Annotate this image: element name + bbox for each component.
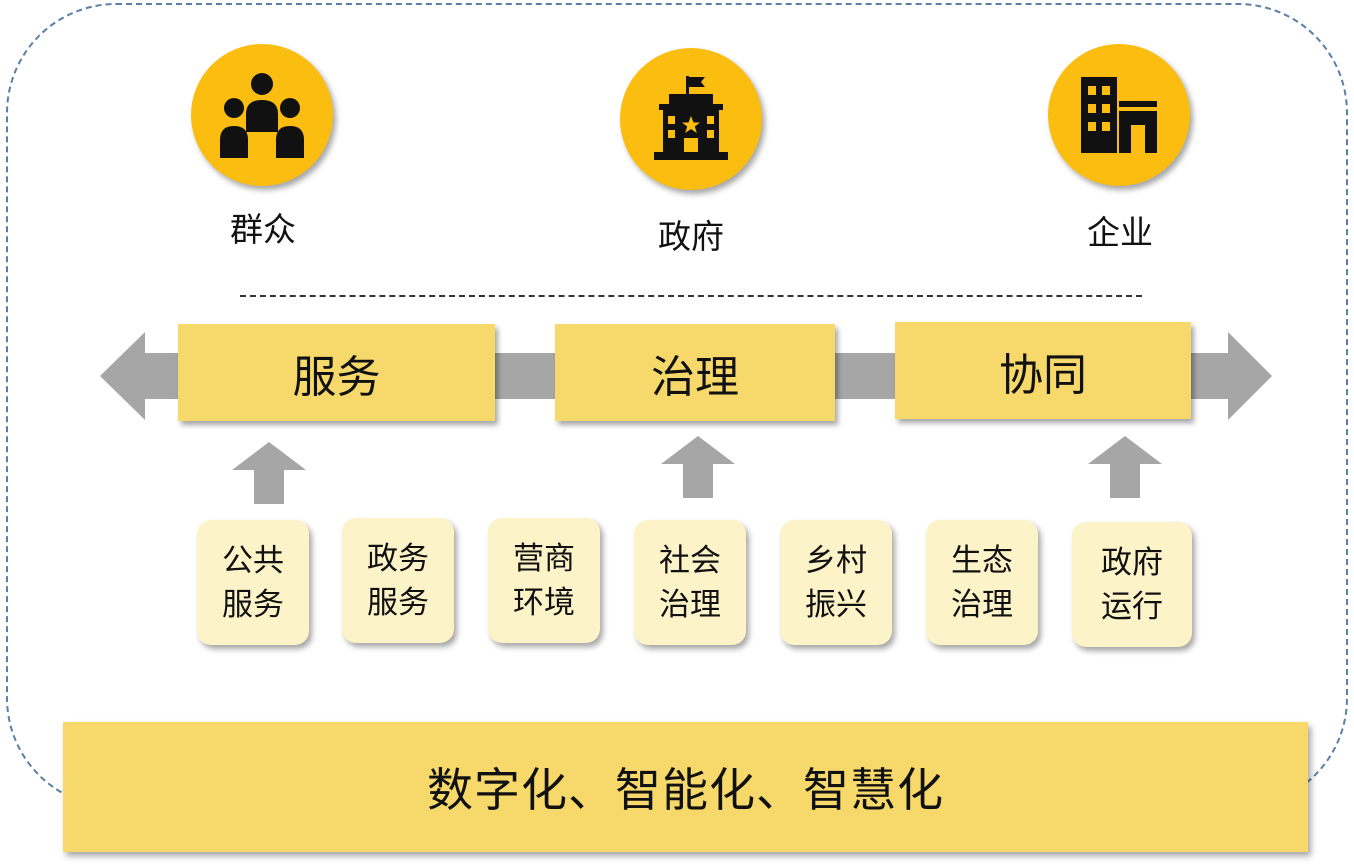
dashed-separator [240,295,1142,297]
stakeholder-circle-enterprise [1048,44,1190,186]
card-line: 社会 [659,542,721,579]
pillar-governance: 治理 [555,324,835,421]
stakeholder-label-public: 群众 [230,210,296,249]
foundation-bar: 数字化、智能化、智慧化 [63,722,1308,852]
area-card-social-governance: 社会 治理 [634,520,746,645]
stakeholder-circle-government [620,48,762,190]
stakeholder-label-government: 政府 [658,217,724,256]
up-arrow-collaboration [1088,436,1162,498]
area-card-business-environment: 营商 环境 [488,518,600,643]
pillar-service: 服务 [178,324,495,421]
card-line: 政府 [1101,544,1163,581]
stakeholder-circle-public [191,44,333,186]
card-line: 治理 [659,586,721,623]
card-line: 生态 [951,542,1013,579]
stakeholder-label-enterprise: 企业 [1087,213,1153,252]
card-line: 乡村 [805,542,867,579]
area-card-ecological-governance: 生态 治理 [926,520,1038,645]
card-line: 运行 [1101,588,1163,625]
card-line: 营商 [513,540,575,577]
card-line: 治理 [951,586,1013,623]
pillar-collaboration: 协同 [895,322,1191,419]
card-line: 服务 [222,586,284,623]
area-card-government-service: 政务 服务 [342,518,454,643]
card-line: 振兴 [805,586,867,623]
card-line: 环境 [513,584,575,621]
card-line: 服务 [367,584,429,621]
government-building-icon [654,76,728,160]
people-group-icon [220,73,304,158]
area-card-public-service: 公共 服务 [197,520,309,645]
card-line: 公共 [222,542,284,579]
up-arrow-service [232,442,306,504]
card-line: 政务 [367,540,429,577]
area-card-rural-revitalization: 乡村 振兴 [780,520,892,645]
up-arrow-governance [661,436,735,498]
enterprise-building-icon [1081,77,1157,153]
area-card-government-operation: 政府 运行 [1072,522,1192,647]
